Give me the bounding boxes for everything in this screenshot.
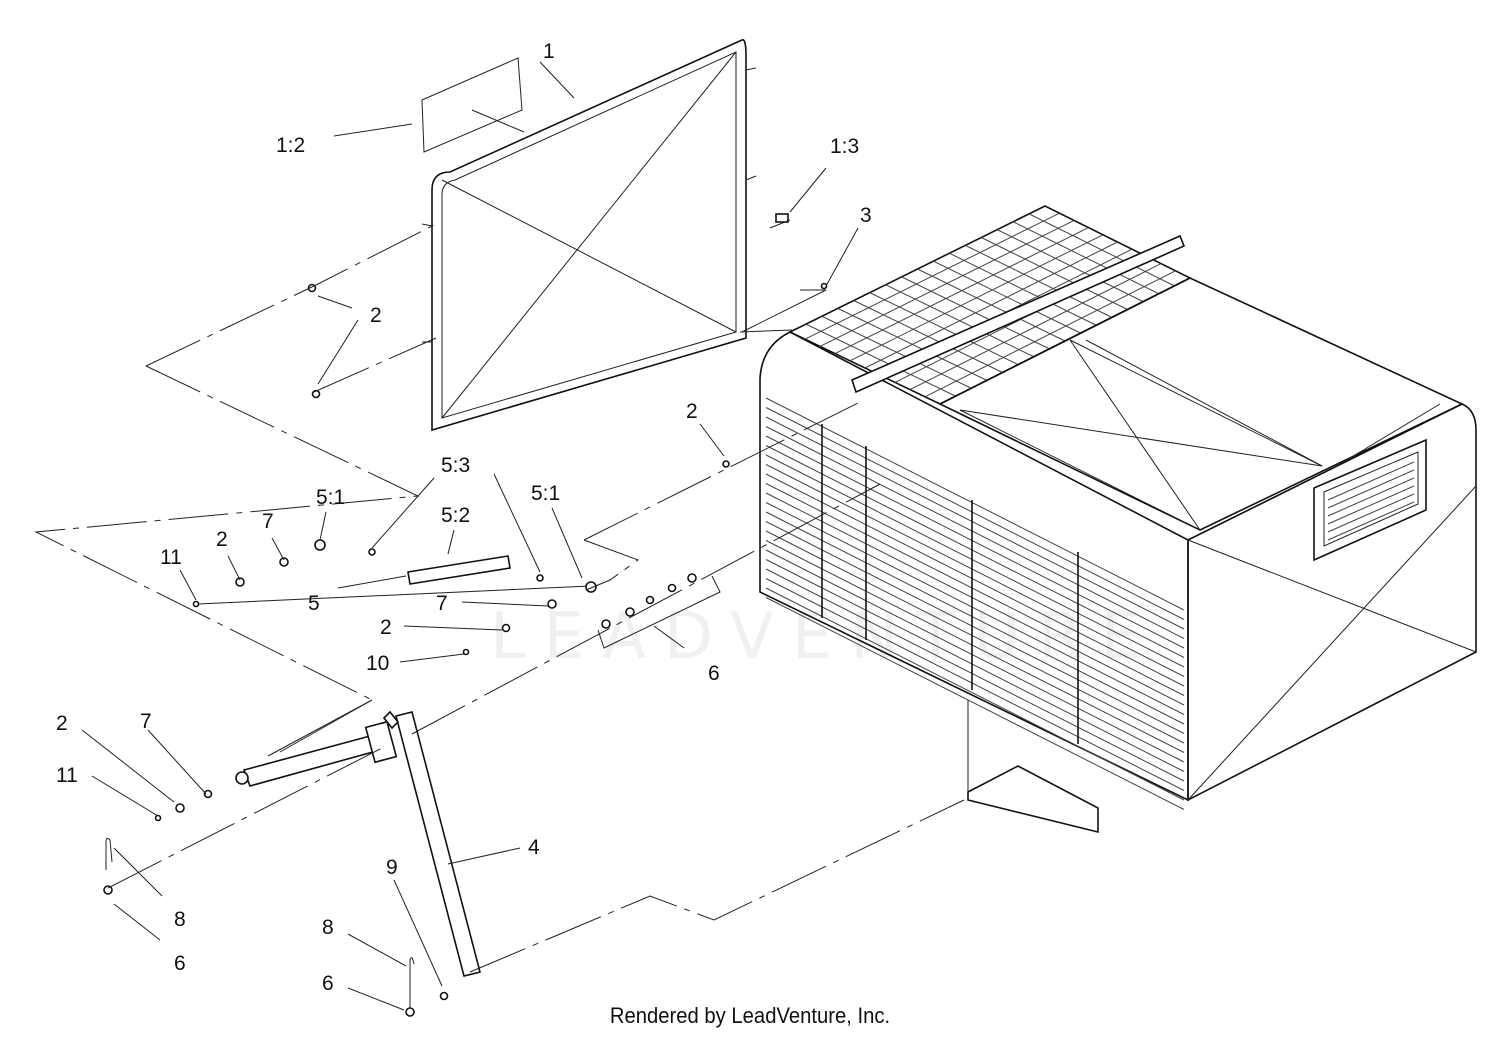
construction-lines [34, 223, 965, 973]
callout-7-lower: 7 [140, 710, 152, 733]
watermark: LEADVENTURE [490, 600, 1159, 674]
hardware-item-1 [235, 577, 245, 587]
callout-4: 4 [528, 836, 540, 859]
callout-7-upper: 7 [262, 510, 274, 533]
hardware-item-8 [203, 789, 213, 799]
callout-2-frame: 2 [370, 304, 382, 327]
hardware-item-7 [175, 803, 185, 813]
callout-8-bottom: 8 [322, 916, 334, 939]
rod-assembly [197, 539, 597, 605]
callout-3: 3 [860, 204, 872, 227]
decal [421, 57, 525, 153]
callout-2-upper: 2 [216, 528, 228, 551]
callout-2-mid: 2 [380, 616, 392, 639]
callout-10: 10 [366, 652, 389, 675]
hardware-item-6 [154, 814, 162, 822]
callout-6-left: 6 [174, 952, 186, 975]
callout-11-lower: 11 [56, 764, 78, 787]
hardware-item-5 [462, 648, 470, 656]
callout-9: 9 [386, 856, 398, 879]
hardware-item-2 [279, 557, 289, 567]
callout-1-2: 1:2 [276, 134, 305, 157]
callout-5: 5 [308, 592, 320, 615]
bracket [967, 765, 1099, 834]
callout-11-upper: 11 [160, 546, 182, 569]
callout-1: 1 [543, 40, 555, 63]
arm [235, 710, 481, 977]
hardware-item-9 [820, 282, 828, 290]
leader-lines [81, 61, 859, 1011]
hardware-item-10 [722, 460, 730, 468]
callout-1-3: 1:3 [830, 135, 859, 158]
callout-2-box: 2 [686, 400, 698, 423]
spreader-box [759, 205, 1477, 810]
pins [103, 837, 449, 1017]
callout-5-1-left: 5:1 [316, 486, 345, 509]
callout-5-3: 5:3 [441, 454, 470, 477]
callout-8-left: 8 [174, 908, 186, 931]
plate [775, 213, 789, 223]
hardware-item-4 [501, 623, 511, 633]
callout-6-bottom: 6 [322, 972, 334, 995]
callout-2-lower: 2 [56, 712, 68, 735]
callout-5-1-right: 5:1 [531, 482, 560, 505]
hardware [154, 282, 828, 822]
callout-5-2: 5:2 [441, 504, 470, 527]
washer-row [597, 573, 721, 649]
callout-6-washers: 6 [708, 662, 720, 685]
tailgate-frame [421, 39, 757, 432]
footer-credit: Rendered by LeadVenture, Inc. [609, 1003, 891, 1028]
hardware-item-0 [192, 600, 200, 608]
callout-7-mid: 7 [436, 592, 448, 615]
hardware-item-3 [547, 599, 557, 609]
